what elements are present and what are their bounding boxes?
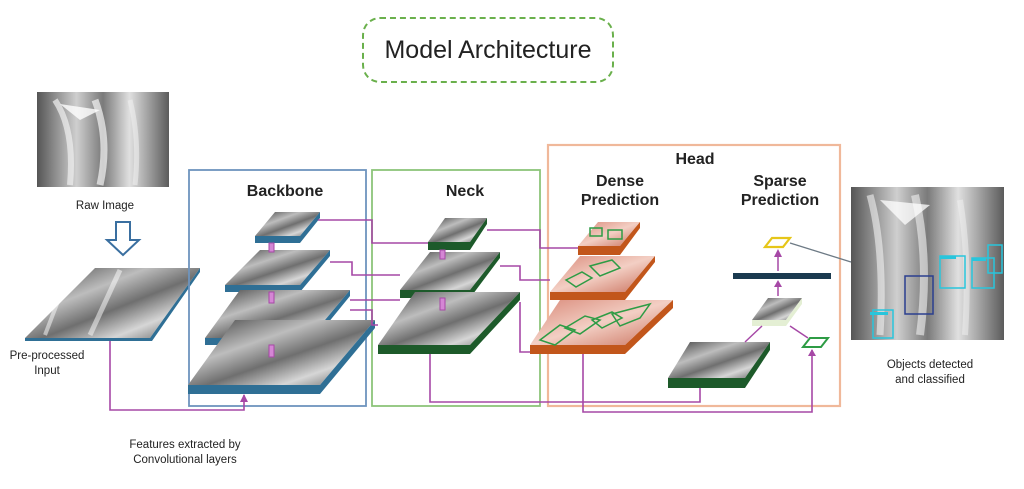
backbone-layer-2 [225, 250, 330, 292]
preprocessed-input-label: Pre-processed Input [9, 350, 85, 377]
green-box-icon [800, 337, 831, 348]
backbone-layer-1 [255, 212, 320, 243]
backbone-layers [188, 212, 375, 394]
connectors [109, 219, 816, 413]
neck-layer-1 [428, 218, 487, 250]
yellow-box-icon [762, 236, 793, 249]
neck-layer-2 [400, 252, 500, 298]
features-extracted-label: Features extracted by Convolutional laye… [129, 439, 241, 466]
head-section-border [546, 143, 842, 408]
raw-image-label: Raw Image [75, 200, 135, 212]
sparse-bottom-layer [668, 342, 770, 388]
preprocessed-input-image [25, 268, 200, 341]
output-connector [789, 242, 852, 263]
backbone-label: Backbone [246, 183, 324, 200]
dense-prediction-label: Dense Prediction [580, 173, 660, 209]
page-title: Model Architecture [362, 17, 614, 83]
head-label: Head [675, 151, 715, 168]
sparse-bar [733, 273, 831, 279]
dense-layer-3 [530, 300, 673, 354]
neck-label: Neck [445, 183, 485, 200]
neck-section-border [371, 169, 541, 407]
sparse-prediction [668, 236, 831, 388]
detected-objects-image [851, 187, 1004, 340]
dense-layer-1 [578, 222, 640, 255]
neck-layers [378, 218, 520, 354]
sparse-proposal-layer [752, 298, 802, 326]
dense-prediction-layers [530, 222, 673, 354]
backbone-section-border [188, 169, 367, 407]
sparse-prediction-label: Sparse Prediction [740, 173, 820, 209]
objects-detected-label: Objects detected and classified [886, 359, 974, 386]
neck-layer-3 [378, 292, 520, 354]
backbone-layer-4 [188, 320, 375, 394]
raw-image [37, 92, 169, 187]
dense-layer-2 [550, 256, 655, 300]
hollow-down-arrow-icon [104, 221, 142, 257]
